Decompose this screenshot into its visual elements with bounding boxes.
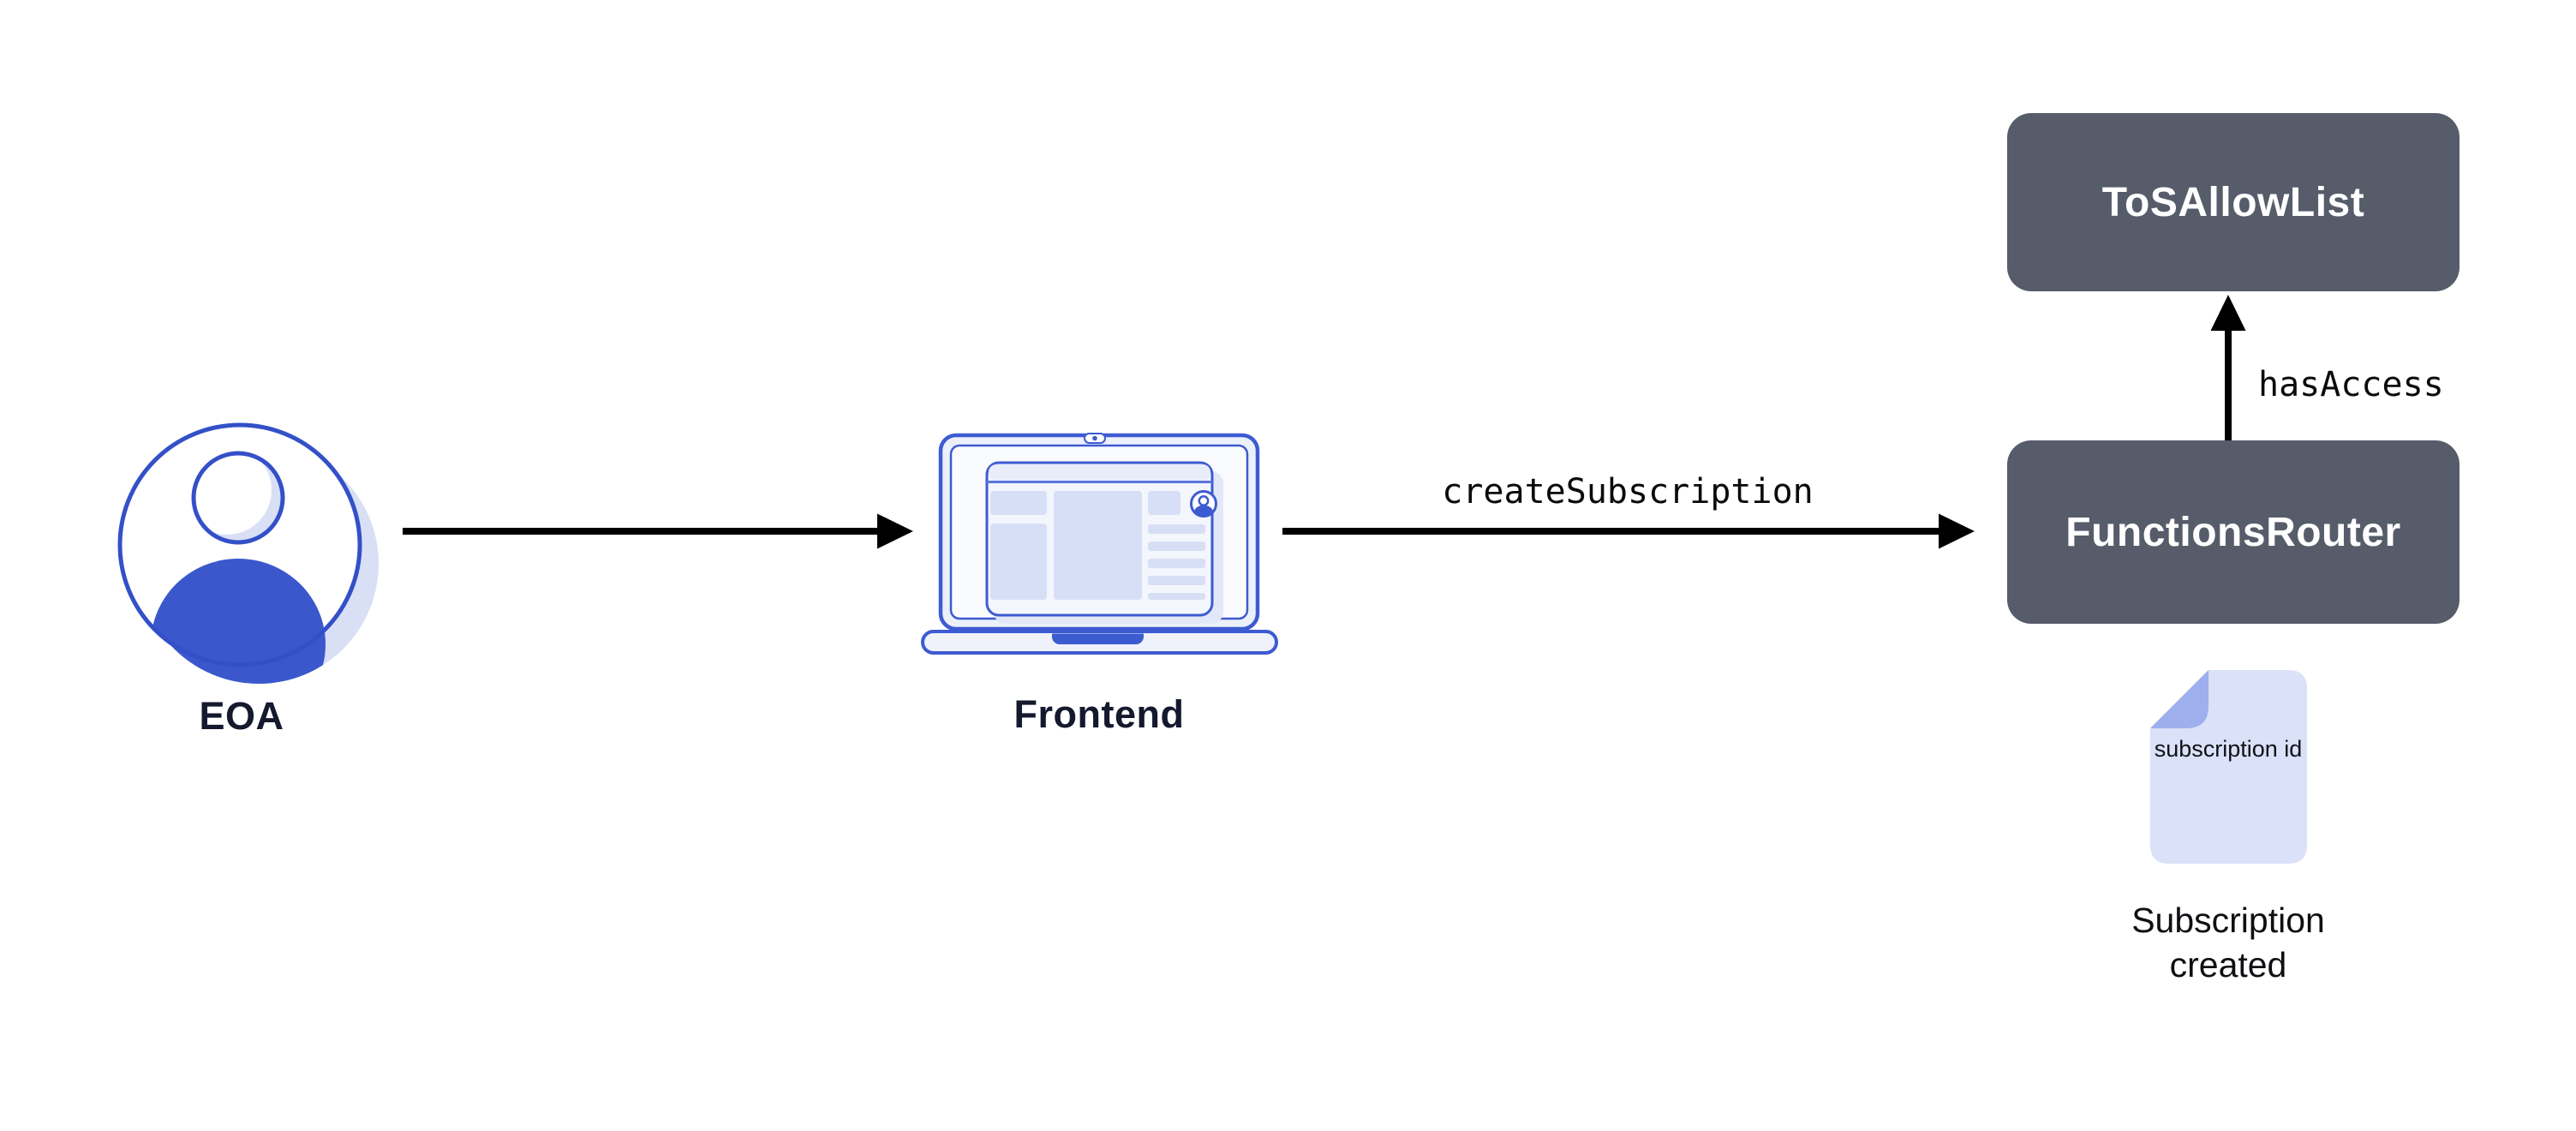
edge-label-has-access: hasAccess	[2258, 365, 2444, 404]
arrow-functionsrouter-to-tosallowlist	[2210, 295, 2246, 440]
tos-allow-list-label: ToSAllowList	[2101, 179, 2365, 225]
subscription-created-caption: Subscription created	[2131, 901, 2325, 985]
laptop-icon	[921, 433, 1278, 655]
subscription-doc-text: subscription id	[2154, 736, 2303, 762]
edge-label-create-subscription: createSubscription	[1442, 472, 1814, 512]
functions-router-box: FunctionsRouter	[2007, 440, 2459, 624]
eoa-label: EOA	[199, 694, 284, 738]
arrow-frontend-to-functionsrouter	[1282, 513, 1975, 549]
arrow-eoa-to-frontend	[403, 513, 913, 549]
eoa-avatar-icon	[117, 422, 379, 684]
tos-allow-list-box: ToSAllowList	[2007, 113, 2459, 291]
functions-router-label: FunctionsRouter	[2065, 509, 2401, 555]
subscription-document-icon	[2150, 670, 2307, 864]
frontend-label: Frontend	[1013, 692, 1185, 736]
